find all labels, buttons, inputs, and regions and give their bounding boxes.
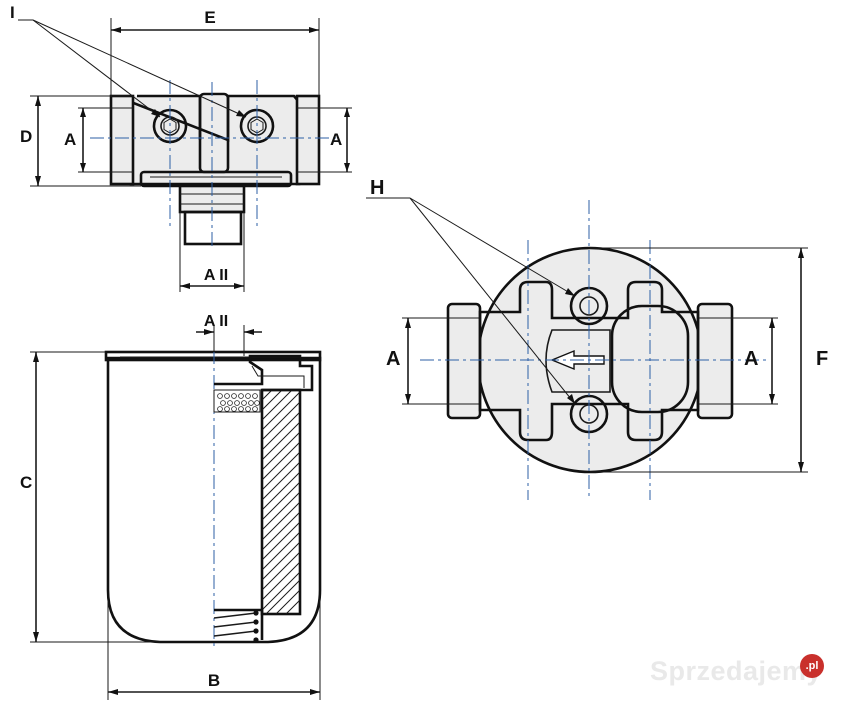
perforated-core — [213, 389, 261, 413]
dim-label-f: F — [816, 348, 828, 370]
oval-recess — [610, 304, 690, 414]
dim-label-a-head-left: A — [64, 130, 76, 149]
head-port-left — [109, 94, 135, 186]
head-port-right — [295, 94, 321, 186]
dim-label-d: D — [20, 127, 32, 146]
port-block-right — [696, 302, 734, 420]
filter-cartridge-section: C B A II — [20, 313, 322, 700]
dim-label-a2-cartridge: A II — [204, 313, 228, 330]
dim-label-a-top-right: A — [744, 348, 758, 370]
dim-label-b: B — [208, 671, 220, 690]
leader-label-h: H — [370, 177, 384, 199]
head-top-view: A A F H — [366, 177, 828, 500]
cartridge-can — [106, 356, 322, 644]
dim-label-e: E — [204, 8, 215, 27]
watermark-badge: .pl — [800, 654, 824, 678]
filter-media-hatch — [261, 389, 301, 615]
dim-label-a-head-right: A — [330, 130, 342, 149]
leader-label-i: I — [10, 3, 15, 22]
dim-label-a2-head: A II — [204, 267, 228, 284]
dim-label-c: C — [20, 473, 32, 492]
bypass-spring — [213, 612, 257, 637]
port-block-left — [446, 302, 482, 420]
dim-label-a-top-left: A — [386, 348, 400, 370]
head-side-view: E D A A A II I — [10, 3, 352, 292]
watermark-text: Sprzedajemy — [650, 656, 823, 686]
